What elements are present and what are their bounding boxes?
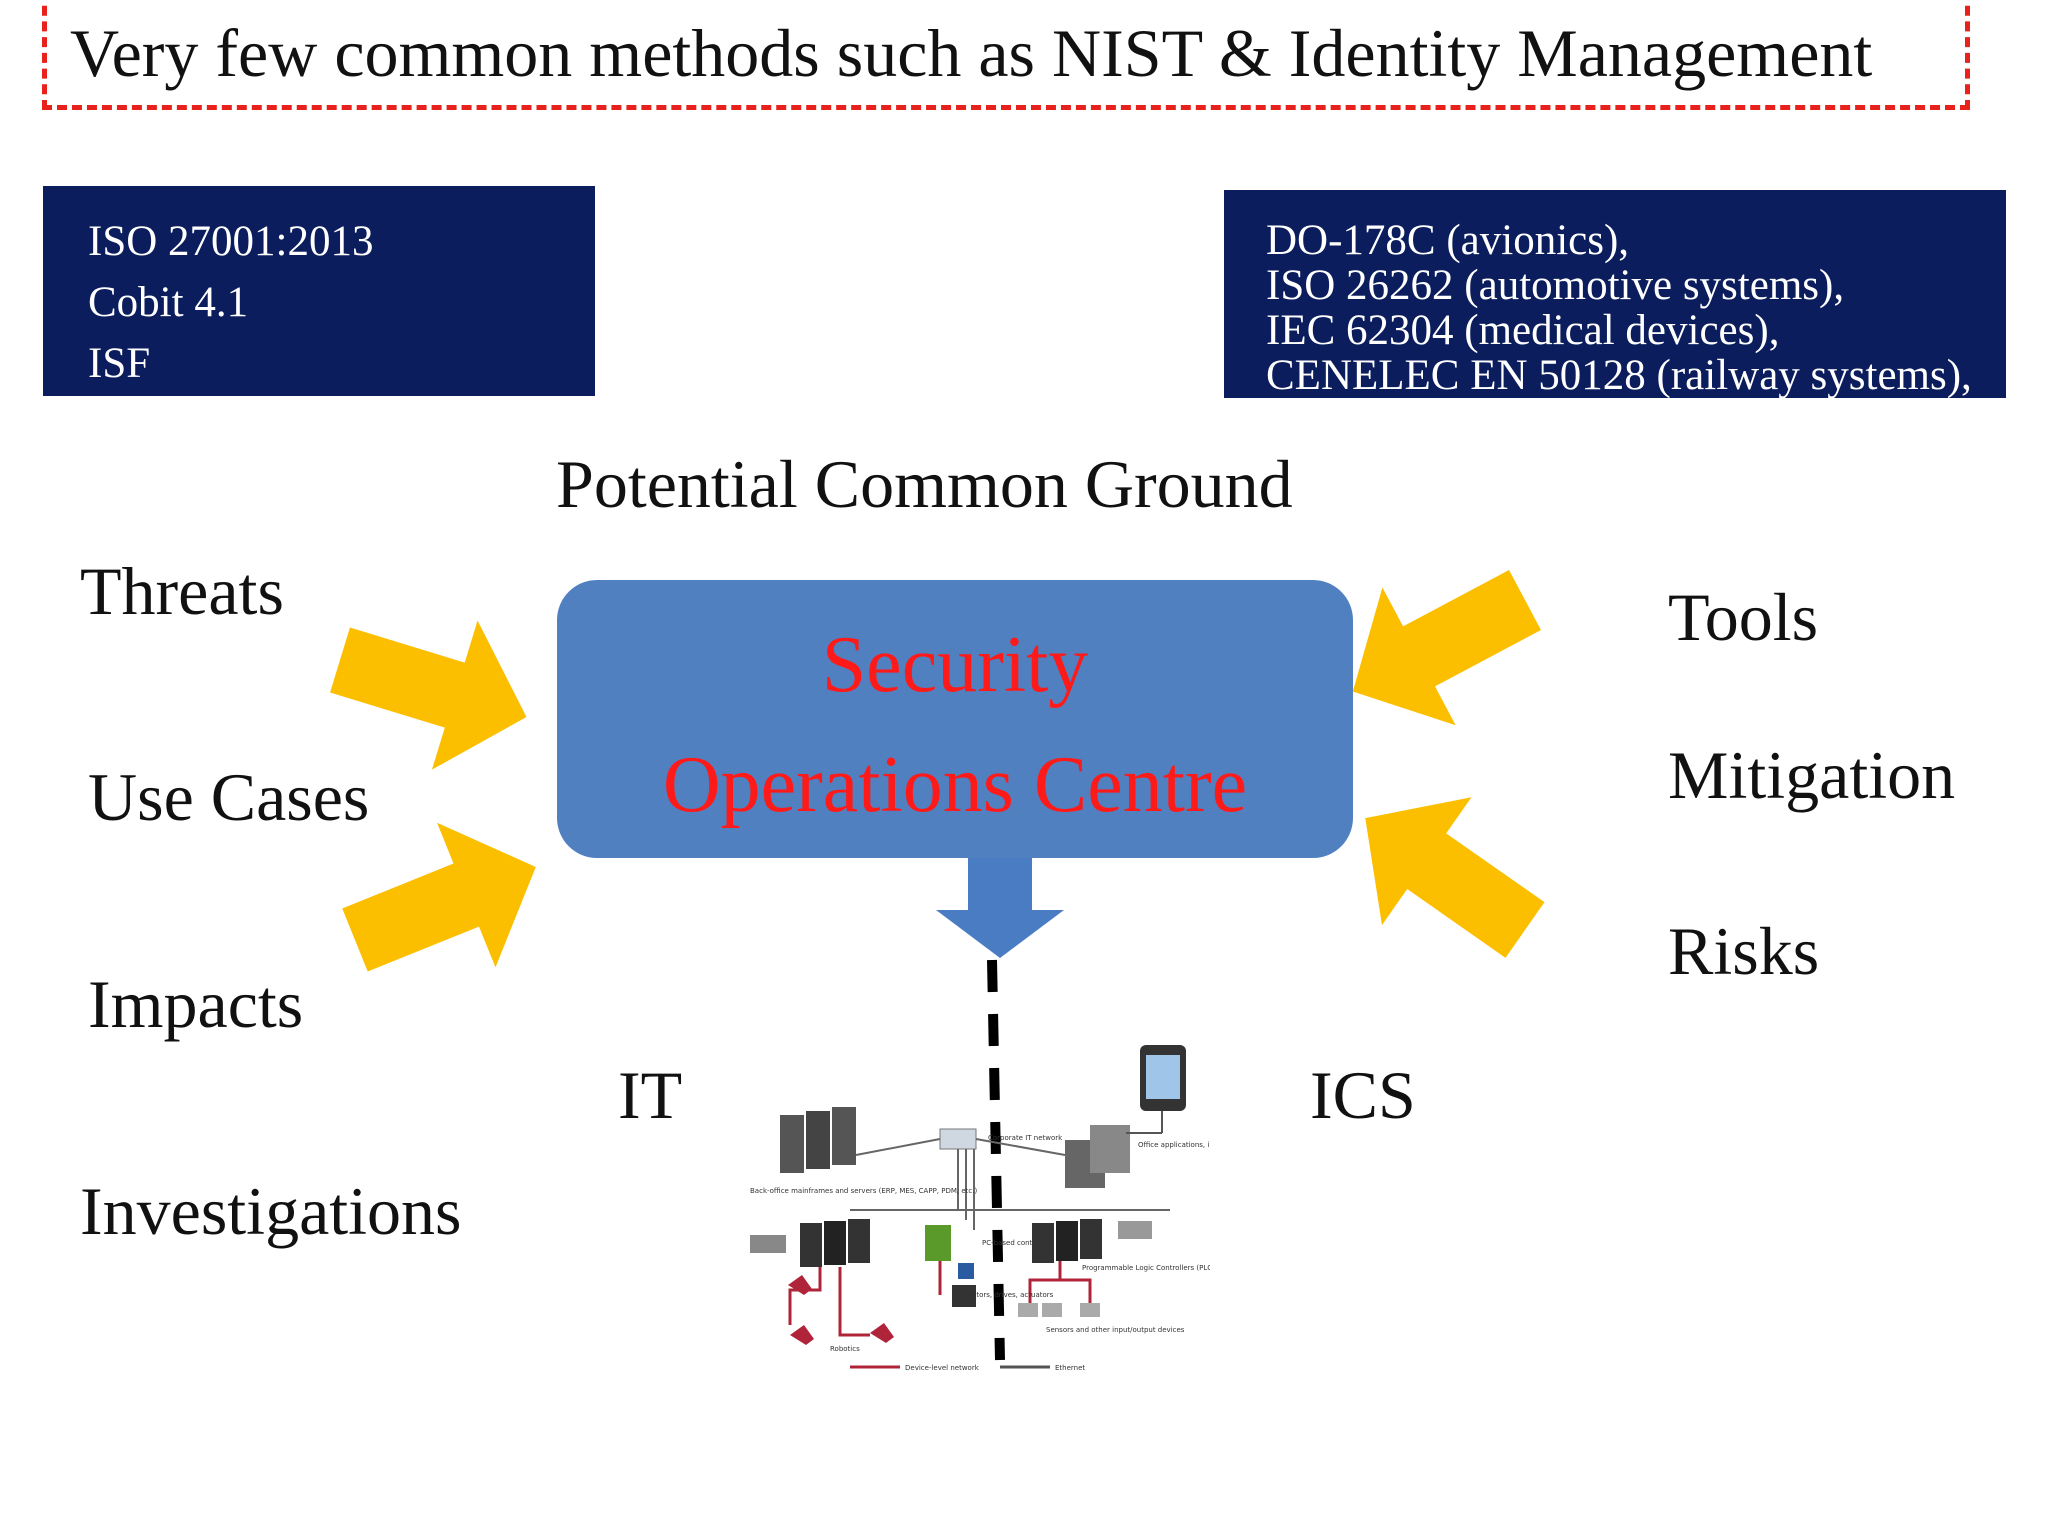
- ics-standards-box: DO-178C (avionics), ISO 26262 (automotiv…: [1224, 190, 2006, 398]
- ics-standard-item: CENELEC EN 50128 (railway systems),: [1266, 352, 1972, 399]
- label-investigations: Investigations: [80, 1173, 462, 1249]
- label-risks: Risks: [1668, 913, 1820, 989]
- caption-corporate: Corporate IT network: [988, 1134, 1063, 1142]
- backoffice-rack-icon: [780, 1115, 804, 1173]
- soc-box: Security Operations Centre: [557, 580, 1353, 858]
- label-mitigation: Mitigation: [1668, 737, 1956, 813]
- caption-office: Office applications, internetworking, da…: [1138, 1141, 1210, 1149]
- common-ground-heading: Potential Common Ground: [556, 446, 1293, 522]
- soc-title-line1: Security: [821, 621, 1089, 709]
- plc-rack-icon: [800, 1223, 822, 1267]
- motor-icon: [958, 1263, 974, 1279]
- label-it: IT: [618, 1057, 683, 1133]
- label-tools: Tools: [1668, 579, 1819, 655]
- label-use-cases: Use Cases: [88, 759, 370, 835]
- caption-legend-ethernet: Ethernet: [1055, 1364, 1085, 1372]
- banner-box: [42, 0, 1970, 110]
- ics-standard-item: ISO 26262 (automotive systems),: [1266, 262, 1845, 309]
- banner-text: Very few common methods such as NIST & I…: [70, 15, 1873, 91]
- switch-icon: [939, 1128, 977, 1150]
- label-threats: Threats: [80, 553, 284, 629]
- caption-motors: Motors, drives, actuators: [966, 1291, 1054, 1299]
- device-icon: [750, 1235, 786, 1253]
- caption-backoffice: Back-office mainframes and servers (ERP,…: [750, 1187, 977, 1195]
- network-diagram-image: Corporate IT network Back-office mainfra…: [750, 1045, 1210, 1372]
- soc-title-line2: Operations Centre: [662, 741, 1248, 829]
- caption-sensors: Sensors and other input/output devices: [1046, 1326, 1185, 1334]
- pc-controller-icon: [925, 1225, 951, 1261]
- caption-plc: Programmable Logic Controllers (PLC): [1082, 1264, 1210, 1272]
- it-standard-item: ISF: [88, 340, 151, 387]
- caption-robotics: Robotics: [830, 1345, 860, 1353]
- it-standard-item: ISO 27001:2013: [88, 218, 374, 265]
- sensor-icon: [1018, 1303, 1038, 1317]
- caption-legend-device: Device-level network: [905, 1364, 980, 1372]
- it-standard-item: Cobit 4.1: [88, 279, 249, 326]
- robot-icon: [788, 1275, 812, 1295]
- caption-pc-controllers: PC-based controllers: [982, 1239, 1054, 1247]
- sensor-device-icon: [1118, 1221, 1152, 1239]
- plc-icon: [1032, 1223, 1054, 1263]
- ics-standard-item: IEC 62304 (medical devices),: [1266, 307, 1780, 354]
- ics-standard-item: DO-178C (avionics),: [1266, 217, 1630, 264]
- label-impacts: Impacts: [88, 966, 304, 1042]
- label-ics: ICS: [1310, 1057, 1416, 1133]
- it-standards-box: ISO 27001:2013 Cobit 4.1 ISF: [43, 186, 595, 396]
